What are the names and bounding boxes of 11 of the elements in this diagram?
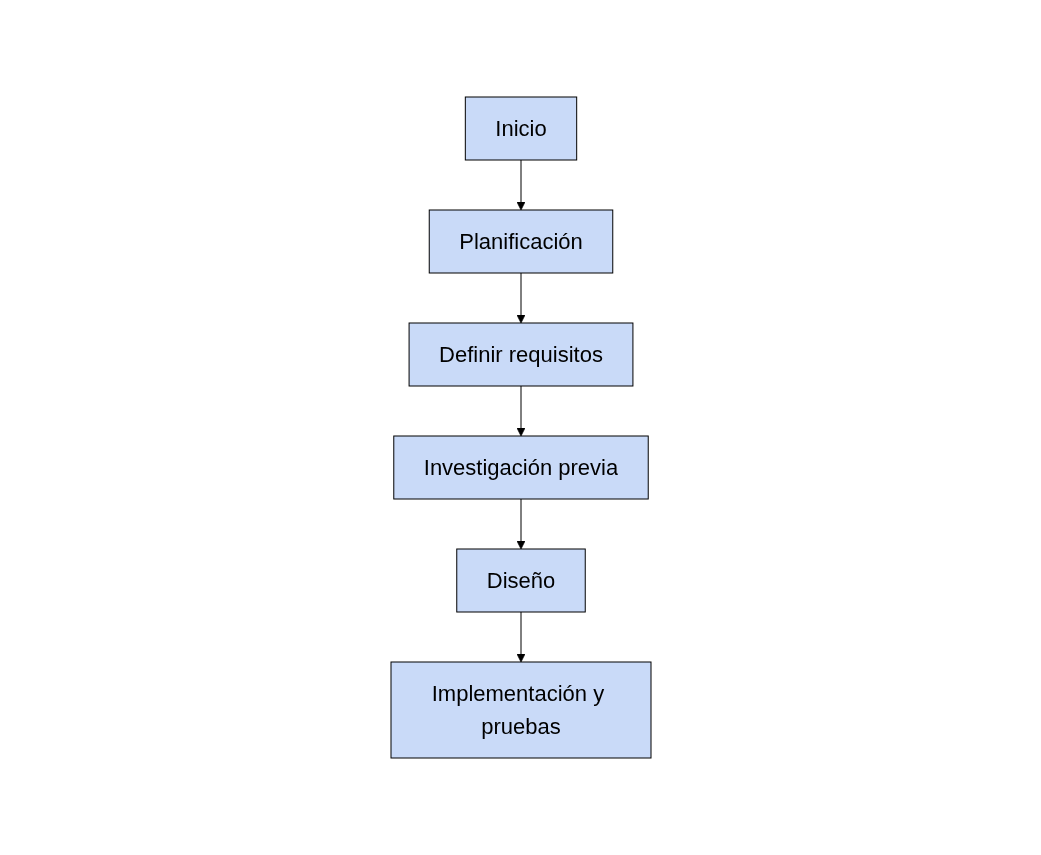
node-box: Diseño [455, 548, 586, 613]
node-box: Investigación previa [392, 435, 649, 500]
arrow [516, 272, 525, 324]
node-box: Inicio [464, 96, 577, 161]
node-box: Planificación [428, 209, 613, 274]
arrow [516, 159, 525, 211]
arrow [516, 498, 525, 550]
node-box: Implementación y pruebas [390, 661, 651, 759]
node-box: Definir requisitos [408, 322, 633, 387]
arrow [516, 385, 525, 437]
arrow [516, 611, 525, 663]
